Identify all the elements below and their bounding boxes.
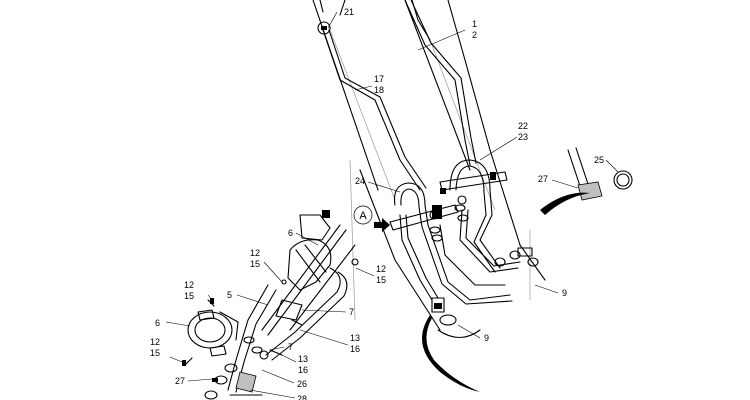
boom-arm (312, 0, 546, 339)
callout-16-b: 16 (298, 365, 308, 375)
callout-13-b: 13 (298, 354, 308, 364)
callout-27-upper: 27 (538, 174, 548, 184)
callout-15-b: 15 (376, 275, 386, 285)
view-arrow-icon (374, 218, 390, 232)
callout-16-a: 16 (350, 344, 360, 354)
u-bend-tubes (393, 159, 521, 305)
detail-arc-lower (422, 315, 480, 392)
callout-27-lower: 27 (175, 376, 185, 386)
callout-1: 1 (472, 19, 477, 29)
callout-15-c: 15 (184, 291, 194, 301)
callout-21: 21 (344, 7, 354, 17)
callout-9-right: 9 (562, 288, 567, 298)
callout-17: 17 (374, 74, 384, 84)
leader-lines (165, 11, 619, 399)
callout-12-a: 12 (250, 248, 260, 258)
callout-6-upper: 6 (288, 228, 293, 238)
lower-left-assembly (182, 210, 359, 400)
callout-13-a: 13 (350, 333, 360, 343)
callout-7-b: 7 (288, 342, 293, 352)
callout-2: 2 (472, 30, 477, 40)
hydraulic-tubes-main (317, 0, 477, 191)
view-marker-a: A (353, 205, 390, 232)
fittings (429, 204, 539, 326)
callout-25: 25 (594, 155, 604, 165)
callout-12-d: 12 (150, 337, 160, 347)
callout-7-a: 7 (349, 307, 354, 317)
callout-15-a: 15 (250, 259, 260, 269)
callout-24: 24 (355, 176, 365, 186)
callout-23: 23 (518, 132, 528, 142)
callout-9-lower: 9 (484, 333, 489, 343)
callout-12-b: 12 (376, 264, 386, 274)
callout-6-lower: 6 (155, 318, 160, 328)
callout-28: 28 (297, 394, 307, 400)
tube-clamps (389, 171, 508, 231)
callout-18: 18 (374, 85, 384, 95)
callout-labels: 21 1 2 17 18 22 23 25 27 24 9 9 6 12 15 … (150, 7, 604, 400)
callout-15-d: 15 (150, 348, 160, 358)
callout-26: 26 (297, 379, 307, 389)
callout-22: 22 (518, 121, 528, 131)
detail-coupling-upper-right (540, 147, 633, 215)
view-marker-letter: A (359, 210, 367, 222)
callout-12-c: 12 (184, 280, 194, 290)
callout-5: 5 (227, 290, 232, 300)
